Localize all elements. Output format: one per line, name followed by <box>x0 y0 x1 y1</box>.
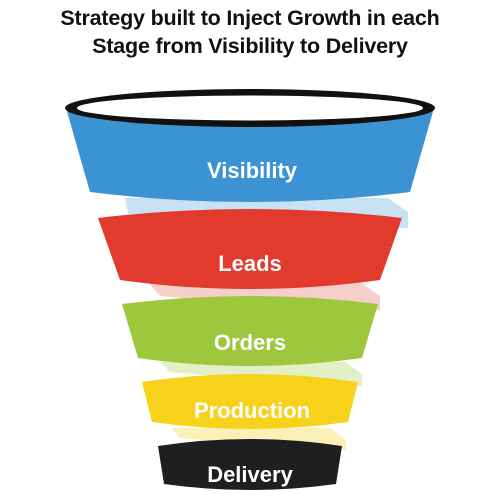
stage-band-leads <box>98 209 402 289</box>
stage-band-visibility <box>66 108 434 202</box>
stage-label-leads: Leads <box>218 251 282 276</box>
title-line-2: Stage from Visibility to Delivery <box>92 34 408 58</box>
stage-label-delivery: Delivery <box>207 462 293 487</box>
stage-label-visibility: Visibility <box>207 158 298 183</box>
funnel-rim-inner <box>77 95 423 121</box>
stage-band-orders <box>122 296 378 366</box>
stage-label-orders: Orders <box>214 330 286 355</box>
stage-label-production: Production <box>194 398 310 423</box>
title-line-1: Strategy built to Inject Growth in each <box>60 6 440 30</box>
stage-band-delivery <box>158 439 342 490</box>
page-title: Strategy built to Inject Growth in each … <box>0 4 500 60</box>
stage-band-production <box>142 374 358 429</box>
